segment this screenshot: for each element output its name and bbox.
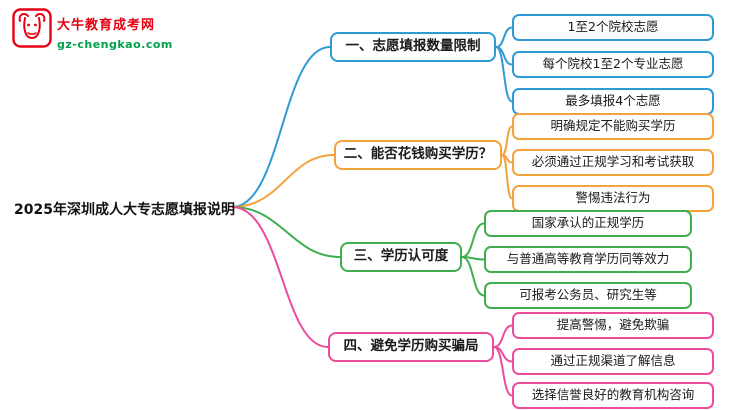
branch-2-child-1: 明确规定不能购买学历 <box>512 113 714 140</box>
branch-3-child-2: 与普通高等教育学历同等效力 <box>484 246 692 273</box>
branch-3-child-3: 可报考公务员、研究生等 <box>484 282 692 309</box>
bull-logo-icon <box>12 8 52 48</box>
site-logo[interactable]: 大牛教育成考网 gz-chengkao.com <box>12 8 173 51</box>
site-logo-text: 大牛教育成考网 gz-chengkao.com <box>57 8 173 51</box>
site-url: gz-chengkao.com <box>57 38 173 51</box>
branch-4-child-2: 通过正规渠道了解信息 <box>512 348 714 375</box>
branch-4-child-3: 选择信誉良好的教育机构咨询 <box>512 382 714 409</box>
branch-4-node: 四、避免学历购买骗局 <box>328 332 494 362</box>
branch-1-child-2: 每个院校1至2个专业志愿 <box>512 51 714 78</box>
branch-1-child-3: 最多填报4个志愿 <box>512 88 714 115</box>
branch-2-child-2: 必须通过正规学习和考试获取 <box>512 149 714 176</box>
branch-1-node: 一、志愿填报数量限制 <box>330 32 496 62</box>
branch-1-child-1: 1至2个院校志愿 <box>512 14 714 41</box>
site-name: 大牛教育成考网 <box>57 18 156 33</box>
branch-4-child-1: 提高警惕，避免欺骗 <box>512 312 714 339</box>
branch-2-child-3: 警惕违法行为 <box>512 185 714 212</box>
root-node: 2025年深圳成人大专志愿填报说明 <box>14 202 235 218</box>
branch-3-node: 三、学历认可度 <box>340 242 462 272</box>
branch-3-child-1: 国家承认的正规学历 <box>484 210 692 237</box>
branch-2-node: 二、能否花钱购买学历？ <box>334 140 502 170</box>
